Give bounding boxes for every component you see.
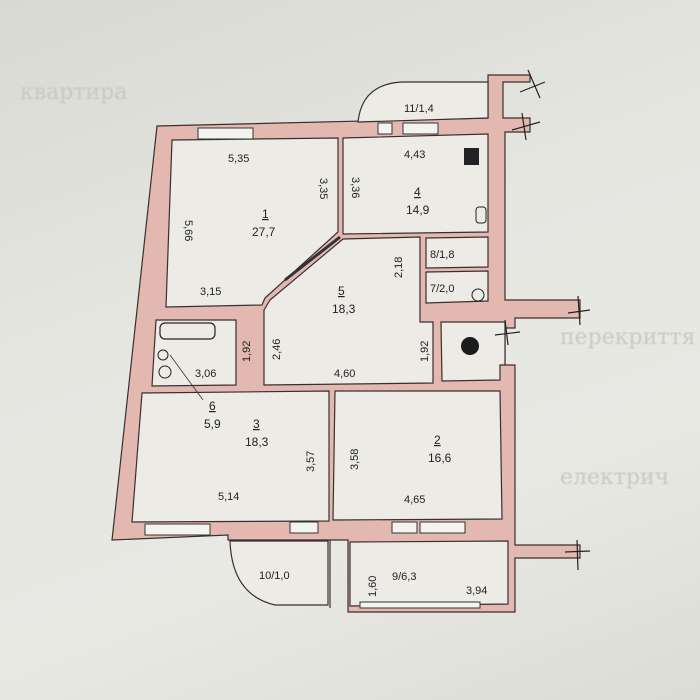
- dimension-label: 3,58: [349, 449, 361, 470]
- dimension-label: 3,35: [317, 178, 329, 199]
- axis-marks: [494, 69, 591, 571]
- room-6-bathroom: [151, 319, 237, 387]
- boiler-icon: [461, 337, 479, 355]
- room-number: 1: [262, 207, 269, 221]
- room-label-11: 11/1,4: [404, 103, 434, 115]
- room-area: 27,7: [252, 225, 276, 239]
- room-number: 6: [209, 399, 216, 413]
- room-2: [332, 390, 503, 521]
- dimension-label: 2,46: [271, 339, 283, 360]
- labels: 5,35 3,35 5,66 3,15 1 27,7 4,43 3,36 4 1…: [169, 103, 487, 597]
- dimension-label: 3,57: [305, 451, 317, 472]
- toilet-icon: [471, 288, 485, 302]
- dimension-label: 4,65: [404, 494, 425, 506]
- bleed-through-text: перекриття: [560, 325, 696, 350]
- bleed-through-text: квартира: [20, 80, 128, 105]
- toilet-icon: [158, 365, 172, 379]
- room-label-9: 9/6,3: [392, 571, 416, 583]
- room-label-8: 8/1,8: [430, 249, 454, 261]
- room-number: 5: [338, 284, 345, 298]
- dimension-label: 3,36: [349, 177, 361, 198]
- room-area: 5,9: [204, 417, 221, 431]
- room-4: [342, 133, 489, 235]
- room-area: 14,9: [406, 203, 430, 217]
- dimension-label: 3,06: [195, 368, 216, 380]
- dimension-label: 3,94: [466, 585, 487, 597]
- dimension-label: 1,92: [241, 341, 253, 362]
- dimension-label: 3,15: [200, 286, 221, 298]
- balcony-11: [357, 81, 489, 123]
- room-8: [425, 236, 489, 269]
- room-area: 18,3: [332, 302, 356, 316]
- balcony-10: [229, 540, 329, 606]
- room-label-7: 7/2,0: [430, 283, 454, 295]
- dimension-label: 5,14: [218, 491, 239, 503]
- dimension-label: 4,60: [334, 368, 355, 380]
- stove-icon: [464, 148, 479, 165]
- room-5-corridor: [263, 236, 434, 386]
- room-number: 2: [434, 433, 441, 447]
- room-number: 4: [414, 185, 421, 199]
- dimension-label: 1,92: [419, 341, 431, 362]
- room-label-10: 10/1,0: [259, 570, 290, 582]
- bathtub-icon: [159, 322, 216, 340]
- room-3: [131, 390, 330, 523]
- dimension-label: 2,18: [393, 257, 405, 278]
- room-area: 16,6: [428, 451, 452, 465]
- balcony-9: [349, 540, 509, 607]
- dimension-label: 1,60: [367, 576, 379, 597]
- bleed-through-text: електрич: [560, 465, 670, 490]
- sink-icon: [157, 349, 169, 361]
- dimension-label: 5,66: [182, 220, 194, 241]
- dimension-label: 5,35: [228, 153, 249, 165]
- room-area: 18,3: [245, 435, 269, 449]
- dimension-label: 4,43: [404, 149, 425, 161]
- sink-icon: [475, 206, 487, 224]
- windows: [144, 122, 481, 609]
- room-1: [165, 137, 339, 308]
- room-number: 3: [253, 417, 260, 431]
